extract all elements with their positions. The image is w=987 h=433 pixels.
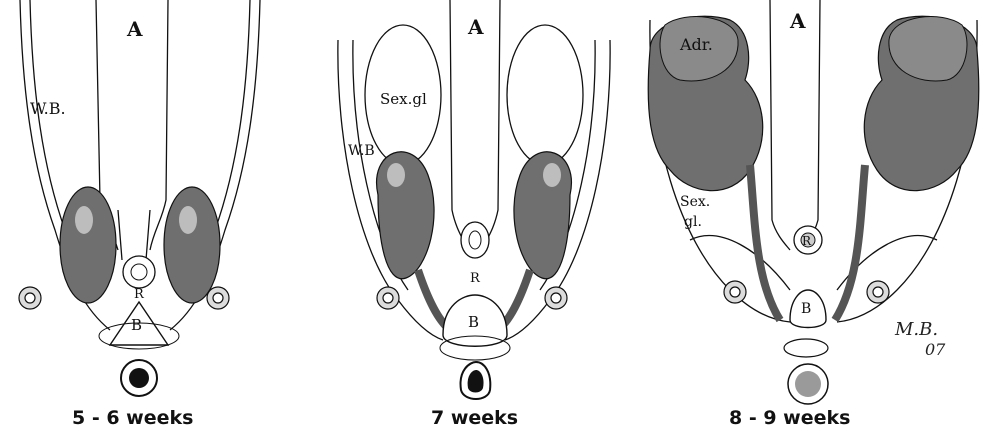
label-sex-gland: Sex.gl <box>380 90 427 108</box>
signature: M.B. <box>894 319 938 340</box>
kidney-right <box>164 187 220 303</box>
figure-5-6-weeks: A W.B. R B 5 - 6 weeks <box>0 0 280 433</box>
ureter-left <box>750 165 780 320</box>
figure-7-weeks: A Sex.gl W.B R B 7 weeks <box>318 0 630 433</box>
aorta-wall-right <box>150 0 168 250</box>
aorta-wall-right <box>482 0 500 250</box>
section-upper <box>784 339 828 357</box>
aorta-wall-left <box>770 0 790 250</box>
kidney-right-highlight <box>179 206 197 234</box>
signature-year: 07 <box>925 340 946 359</box>
illustration-8-9-weeks: A Adr. Sex. gl. R B M.B. 07 8 - 9 weeks <box>640 0 987 433</box>
label-wolffian-body: W.B. <box>30 99 66 118</box>
aorta-wall-right <box>802 0 820 250</box>
kidney-left <box>377 152 434 279</box>
label-adrenal: Adr. <box>679 35 713 54</box>
caption-7-weeks: 7 weeks <box>431 407 518 429</box>
label-bladder: B <box>801 301 811 317</box>
label-aorta: A <box>467 15 484 39</box>
label-rectum: R <box>134 287 145 302</box>
ureter-right <box>835 165 865 320</box>
kidney-left-highlight <box>75 206 93 234</box>
caption-5-6-weeks: 5 - 6 weeks <box>72 407 193 429</box>
illustration-7-weeks: A Sex.gl W.B R B 7 weeks <box>318 0 630 433</box>
label-bladder: B <box>131 316 142 334</box>
sex-gland-right <box>507 25 583 165</box>
kidney-right <box>514 152 571 279</box>
label-sex-gland-1: Sex. <box>680 194 710 210</box>
aorta-wall-left <box>450 0 468 250</box>
label-sex-gland-2: gl. <box>684 214 702 230</box>
illustration-5-6-weeks: A W.B. R B 5 - 6 weeks <box>0 0 280 433</box>
caption-8-9-weeks: 8 - 9 weeks <box>729 407 850 429</box>
label-wolffian-body: W.B <box>348 143 375 159</box>
kidney-left <box>60 187 116 303</box>
label-aorta: A <box>789 9 806 33</box>
label-bladder: B <box>468 313 479 331</box>
label-aorta: A <box>126 17 143 41</box>
label-rectum: R <box>802 234 812 248</box>
figure-8-9-weeks: A Adr. Sex. gl. R B M.B. 07 8 - 9 weeks <box>640 0 987 433</box>
label-rectum: R <box>470 271 481 286</box>
